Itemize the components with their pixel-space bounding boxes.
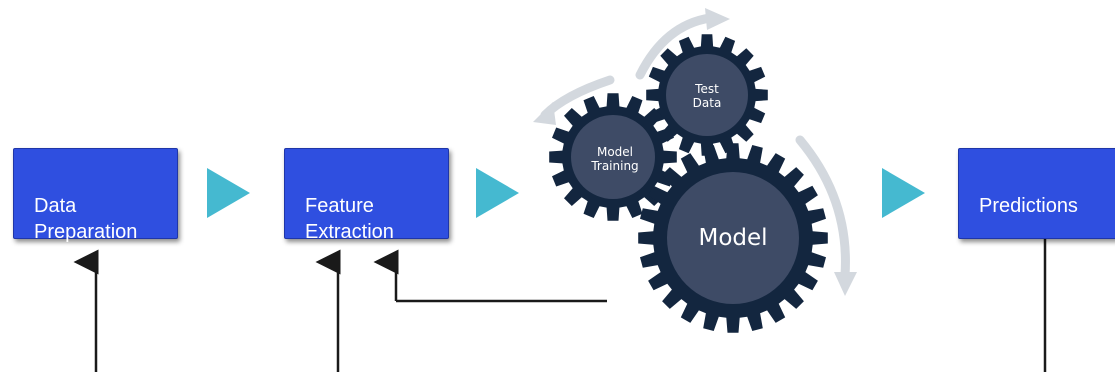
flow-arrow-2 bbox=[476, 168, 519, 218]
test-data-gear-hub bbox=[666, 54, 748, 136]
flow-arrow-1 bbox=[207, 168, 250, 218]
predictions-label: Predictions bbox=[979, 195, 1078, 217]
model-gear-hub bbox=[667, 172, 799, 304]
cycle-arrow-right-head bbox=[834, 272, 857, 296]
test-data-label: Test Data bbox=[692, 82, 722, 110]
data-preparation-box: Data Preparation bbox=[13, 148, 178, 243]
cycle-arrow-left-head bbox=[533, 102, 556, 125]
model-label: Model bbox=[698, 225, 768, 251]
predictions-box: Predictions bbox=[958, 148, 1115, 239]
data-preparation-label: Data Preparation bbox=[34, 195, 138, 243]
model-training-label: Model Training bbox=[591, 145, 639, 173]
cycle-arrow-top bbox=[635, 13, 715, 80]
cycle-arrow-top-head bbox=[705, 8, 730, 30]
flow-arrow-3 bbox=[882, 168, 925, 218]
feature-extraction-box: Feature Extraction bbox=[284, 148, 449, 243]
feature-extraction-label: Feature Extraction bbox=[305, 195, 394, 243]
cycle-arrow-right bbox=[795, 135, 850, 280]
model-training-gear-hub bbox=[571, 115, 655, 199]
